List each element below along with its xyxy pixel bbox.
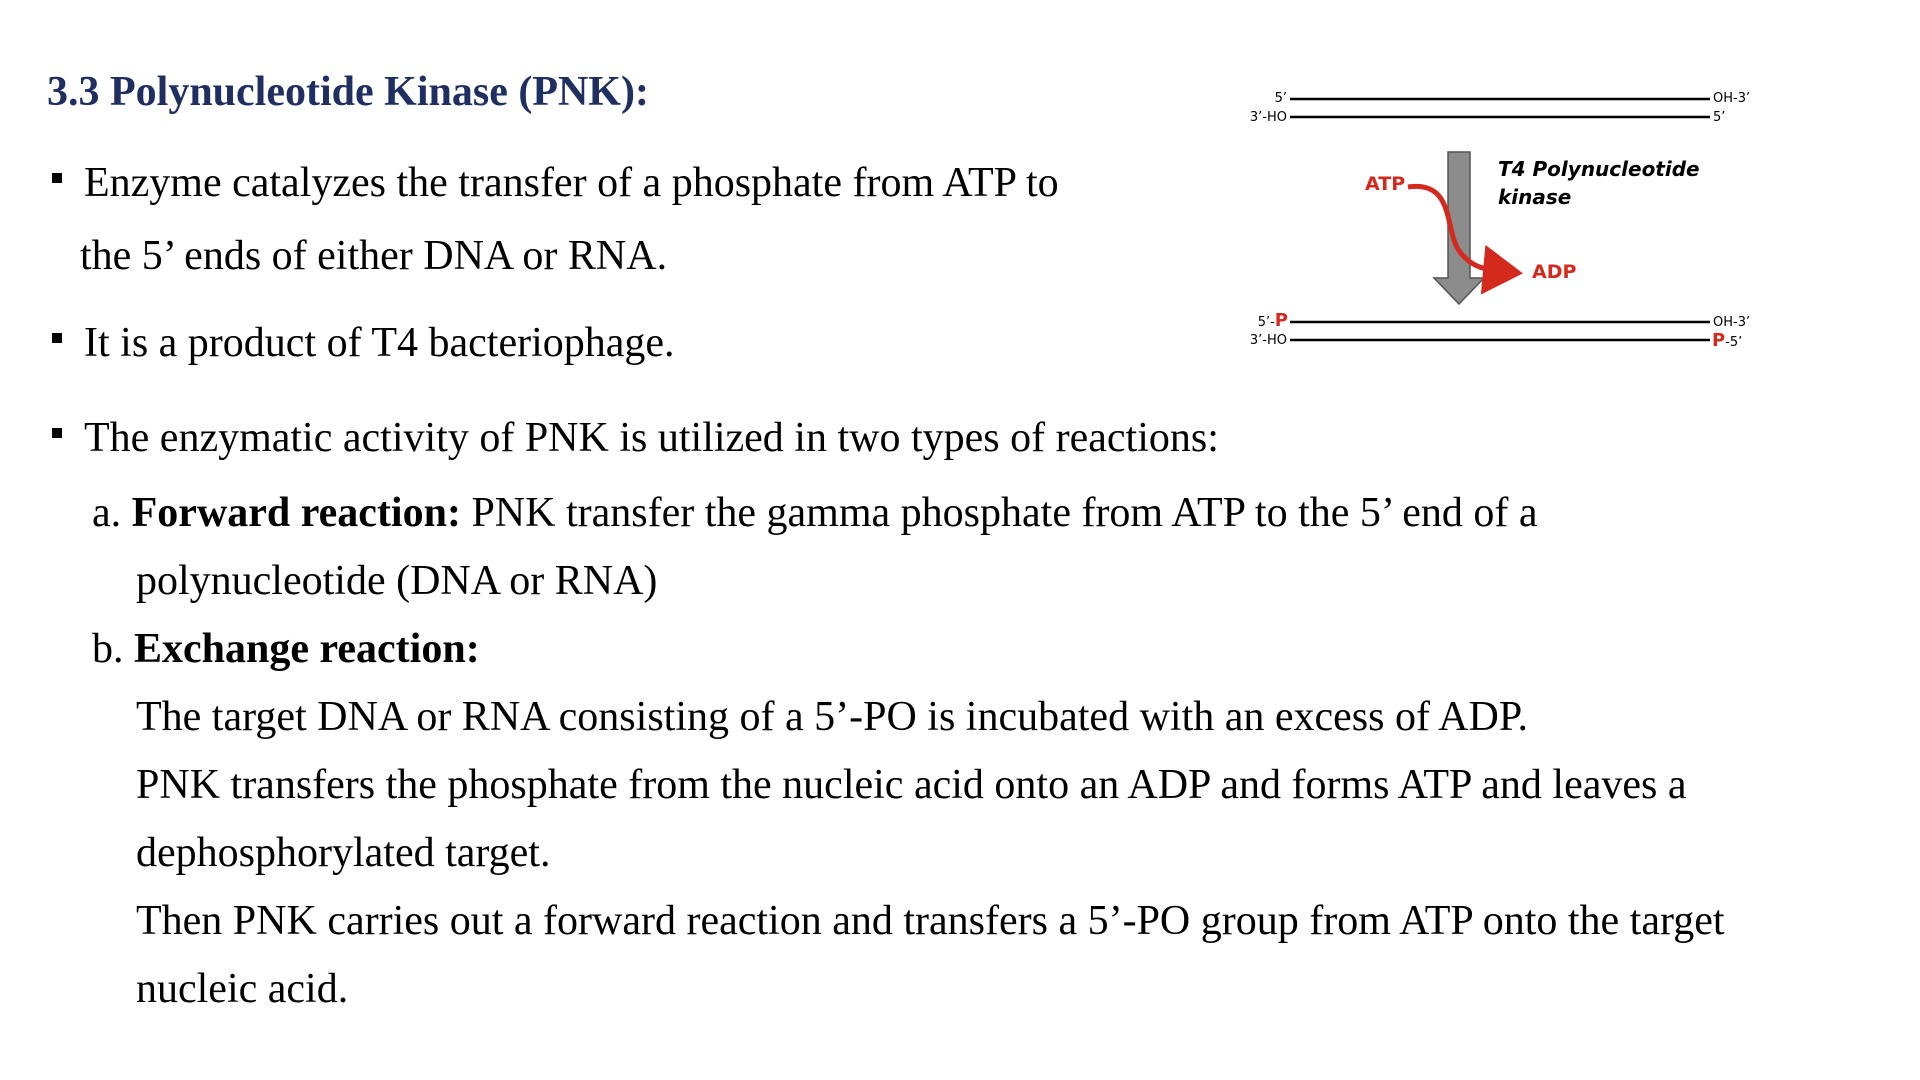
reaction-b-line-1: b. Exchange reaction: [92,628,480,670]
bullet-marker [52,428,62,438]
atp-label: ATP [1365,173,1405,195]
reaction-a-line-1: a. Forward reaction: PNK transfer the ga… [92,492,1538,534]
reaction-a-marker: a. [92,490,122,536]
reaction-b-detail-3: dephosphorylated target. [136,830,551,876]
bullet-1-line-1: Enzyme catalyzes the transfer of a phosp… [84,160,1059,206]
top-strand-oh-3prime-label: OH-3’ [1713,91,1750,106]
bottom-strand-oh-3prime-label: OH-3’ [1713,315,1750,330]
bullet-marker [52,333,62,343]
enzyme-label-line-2: kinase [1498,185,1571,209]
reaction-b-detail-1: The target DNA or RNA consisting of a 5’… [136,694,1529,740]
reaction-b-detail-5: nucleic acid. [136,966,349,1012]
svg-text:5’-P: 5’-P [1258,310,1288,331]
bottom-strand-5prime-prefix: 5’- [1258,315,1275,330]
bullet-marker [52,173,62,183]
reaction-b-detail-2: PNK transfers the phosphate from the nuc… [136,762,1687,808]
bullet-1-line-2: the 5’ ends of either DNA or RNA. [80,233,668,279]
bullet-2-line-1: It is a product of T4 bacteriophage. [84,320,675,366]
reaction-down-arrow [1432,151,1486,306]
bottom-strand-5prime-suffix: -5’ [1725,335,1742,350]
page-title: 3.3 Polynucleotide Kinase (PNK): [47,69,649,115]
bullet-3-line-1: The enzymatic activity of PNK is utilize… [84,415,1219,461]
bottom-strand-left-phosphate: P [1275,310,1288,331]
top-strand-3prime-ho-label: 3’-HO [1250,110,1287,125]
top-strand-5prime-label: 5’ [1275,91,1287,106]
reaction-a-text: PNK transfer the gamma phosphate from AT… [460,490,1538,536]
reaction-a-label: Forward reaction: [131,490,461,536]
bottom-strand-right-phosphate: P [1712,330,1725,351]
svg-text:P-5’: P-5’ [1712,330,1742,351]
reaction-b-detail-4: Then PNK carries out a forward reaction … [136,898,1725,944]
reaction-b-marker: b. [92,626,124,672]
enzyme-label-line-1: T4 Polynucleotide [1498,157,1700,181]
pnk-reaction-diagram: 5’ 3’-HO OH-3’ 5’ ATP ADP T4 Polynucleot… [1250,91,1750,351]
bottom-strand-3prime-ho-label: 3’-HO [1250,333,1287,348]
adp-label: ADP [1532,261,1576,283]
reaction-b-label: Exchange reaction: [134,626,480,672]
top-strand-5prime-right-label: 5’ [1713,110,1725,125]
reaction-a-line-2: polynucleotide (DNA or RNA) [136,558,658,604]
atp-to-adp-arrow [1407,183,1523,295]
